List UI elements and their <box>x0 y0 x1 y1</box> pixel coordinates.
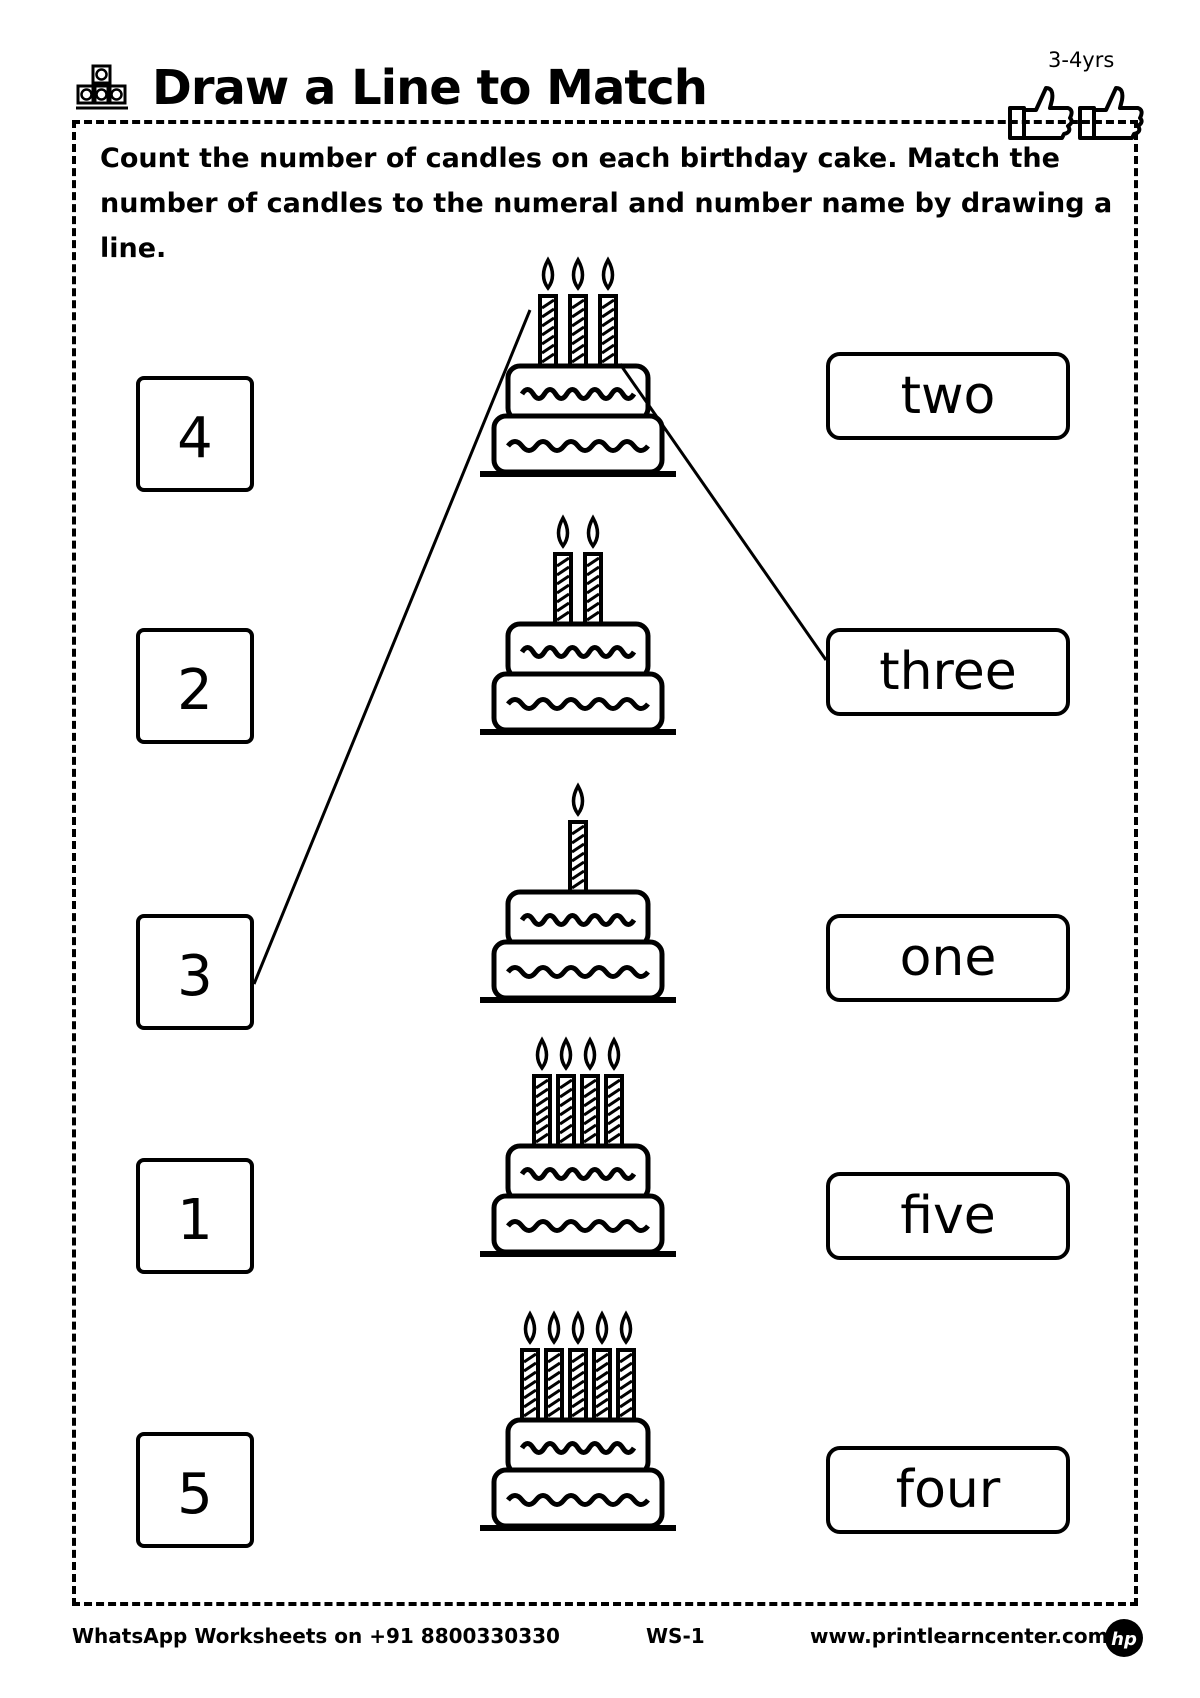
worksheet-frame <box>72 120 1138 1606</box>
cake-tiers <box>480 621 676 735</box>
candle <box>604 1036 624 1148</box>
cake-tiers <box>480 363 676 477</box>
age-label: 3-4yrs <box>1048 48 1115 72</box>
cake-tiers <box>480 1143 676 1257</box>
stacked-blocks-icon <box>76 64 128 110</box>
number-name-box-5[interactable]: four <box>826 1446 1070 1534</box>
footer-website[interactable]: www.printlearncenter.com <box>810 1624 1109 1648</box>
candle <box>538 256 558 368</box>
birthday-cake-2[interactable] <box>478 508 678 768</box>
svg-text:hp: hp <box>1111 1629 1137 1650</box>
candle <box>568 256 588 368</box>
candle <box>544 1310 564 1422</box>
birthday-cake-1[interactable] <box>478 250 678 510</box>
candle <box>583 514 603 626</box>
footer-whatsapp: WhatsApp Worksheets on +91 8800330330 <box>72 1624 560 1648</box>
candle <box>580 1036 600 1148</box>
footer-code: WS-1 <box>646 1624 705 1648</box>
candle <box>616 1310 636 1422</box>
candle <box>592 1310 612 1422</box>
candle <box>553 514 573 626</box>
number-name-box-4[interactable]: five <box>826 1172 1070 1260</box>
cake-tiers <box>480 1417 676 1531</box>
number-name-box-3[interactable]: one <box>826 914 1070 1002</box>
numeral-box-5[interactable]: 5 <box>136 1432 254 1548</box>
hp-logo-icon: hp <box>1105 1619 1143 1657</box>
cake-tiers <box>480 889 676 1003</box>
birthday-cake-4[interactable] <box>478 1030 678 1290</box>
candle <box>520 1310 540 1422</box>
instructions-text: Count the number of candles on each birt… <box>100 143 1113 264</box>
numeral-box-2[interactable]: 2 <box>136 628 254 744</box>
birthday-cake-3[interactable] <box>478 776 678 1036</box>
page-title: Draw a Line to Match <box>152 60 708 116</box>
candle <box>568 1310 588 1422</box>
number-name-box-2[interactable]: three <box>826 628 1070 716</box>
candle <box>556 1036 576 1148</box>
number-name-box-1[interactable]: two <box>826 352 1070 440</box>
numeral-box-4[interactable]: 1 <box>136 1158 254 1274</box>
candle <box>532 1036 552 1148</box>
candle <box>598 256 618 368</box>
numeral-box-3[interactable]: 3 <box>136 914 254 1030</box>
candle <box>568 782 588 894</box>
birthday-cake-5[interactable] <box>478 1304 678 1564</box>
numeral-box-1[interactable]: 4 <box>136 376 254 492</box>
